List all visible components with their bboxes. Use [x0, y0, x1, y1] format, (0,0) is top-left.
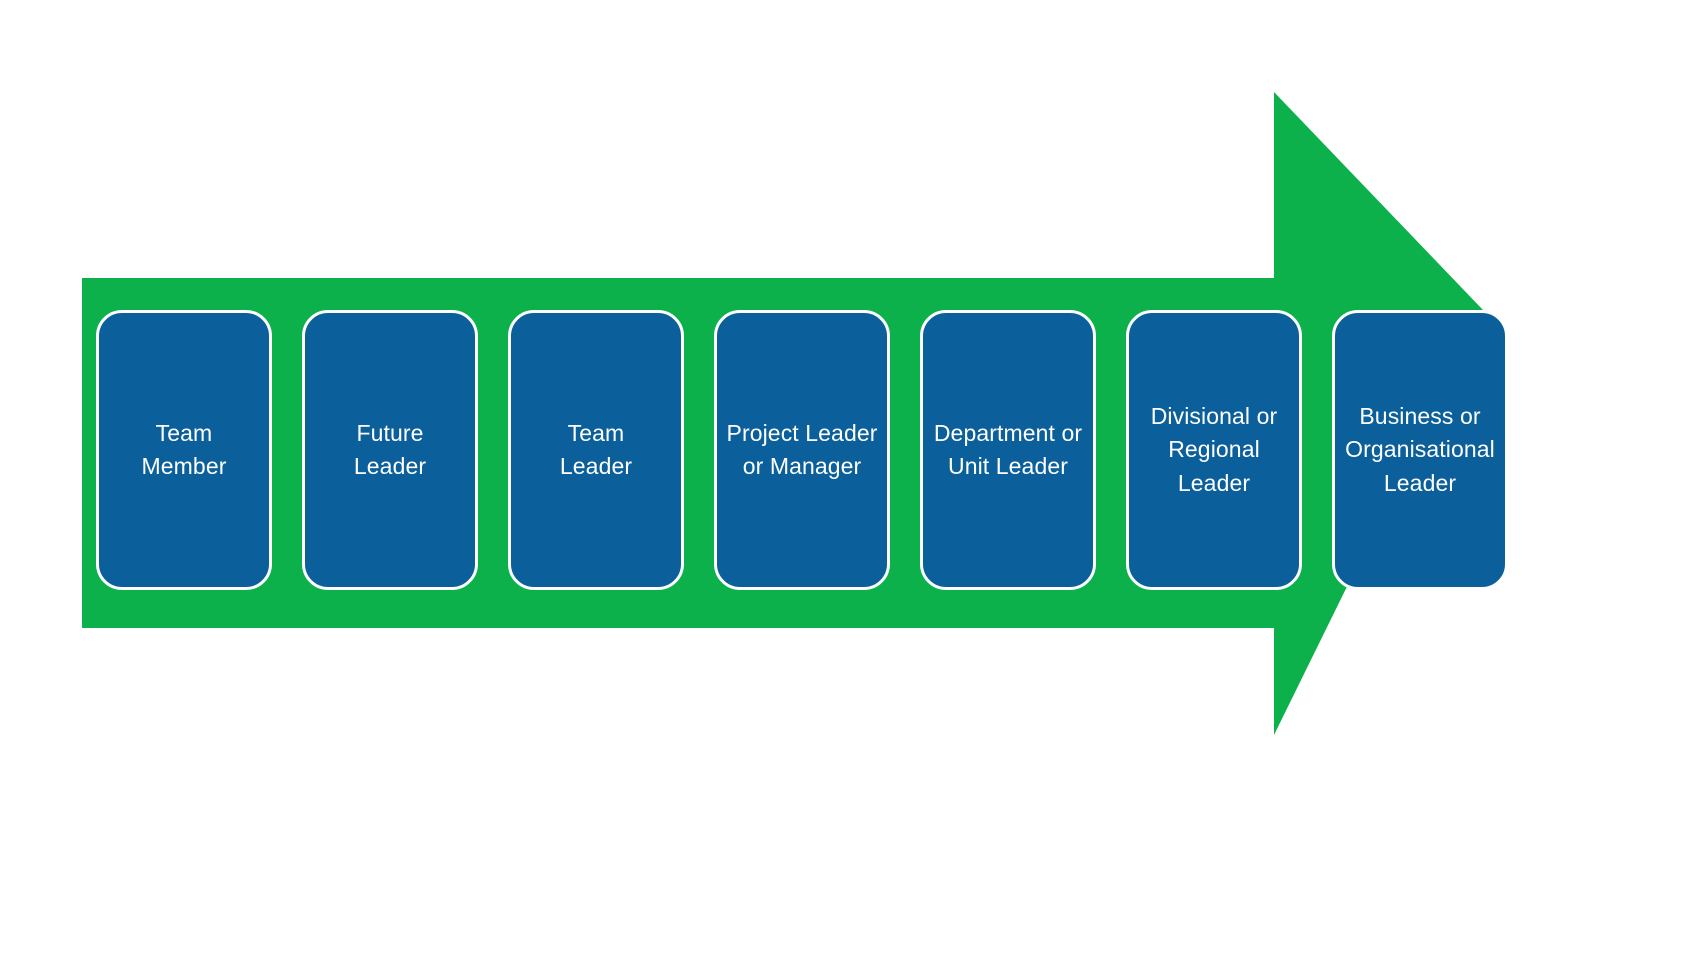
stage-label-divisional-or-regional-leader: Divisional or Regional Leader [1150, 402, 1278, 496]
stage-box-team-leader[interactable]: Team Leader [508, 310, 684, 590]
stage-box-divisional-or-regional-leader[interactable]: Divisional or Regional Leader [1126, 310, 1302, 590]
stage-label-business-or-organisational-leader: Business or Organisational Leader [1345, 402, 1495, 496]
stage-box-team-member[interactable]: Team Member [96, 310, 272, 590]
stage-label-team-member: Team Member [141, 419, 227, 479]
stage-box-department-or-unit-leader[interactable]: Department or Unit Leader [920, 310, 1096, 590]
stage-label-project-leader-or-manager: Project Leader or Manager [726, 419, 878, 479]
stage-box-business-or-organisational-leader[interactable]: Business or Organisational Leader [1332, 310, 1508, 590]
stage-label-team-leader: Team Leader [559, 419, 633, 479]
stage-box-project-leader-or-manager[interactable]: Project Leader or Manager [714, 310, 890, 590]
stage-label-department-or-unit-leader: Department or Unit Leader [933, 419, 1083, 479]
stage-box-future-leader[interactable]: Future Leader [302, 310, 478, 590]
stage-label-future-leader: Future Leader [353, 419, 427, 479]
